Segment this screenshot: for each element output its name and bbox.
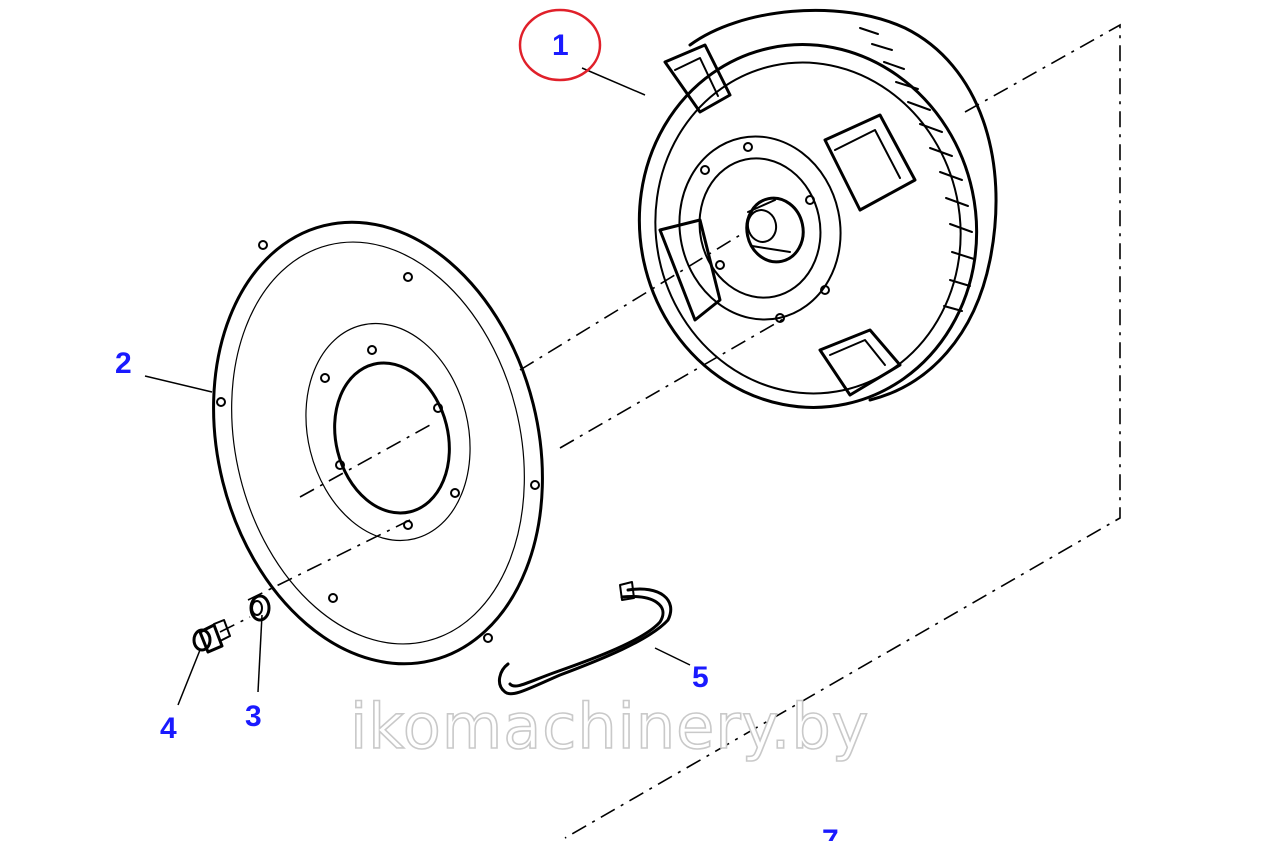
callout-4: 4	[160, 712, 177, 745]
callout-5: 5	[692, 661, 709, 694]
callout-2: 2	[115, 347, 132, 380]
flex-plate-outer-holes	[216, 240, 540, 643]
converter-rim-teeth	[859, 27, 975, 312]
callout-3: 3	[245, 700, 262, 733]
callout-7: 7	[822, 824, 839, 841]
flex-plate	[212, 220, 544, 666]
converter-lugs	[658, 43, 917, 397]
rubber-strip	[497, 581, 673, 696]
highlight-ring	[518, 8, 602, 82]
drain-plug	[192, 619, 231, 654]
leader-lines	[144, 67, 691, 706]
callout-1: 1	[552, 29, 569, 62]
watermark-text: ikomachinery.by	[350, 690, 869, 763]
flex-plate-inner-holes	[320, 345, 460, 530]
converter-bolt-holes	[700, 142, 830, 323]
axis-lines	[219, 231, 786, 633]
sealing-washer	[249, 594, 271, 622]
torque-converter	[637, 8, 998, 409]
assembly-boundary-dashed	[564, 23, 1121, 839]
